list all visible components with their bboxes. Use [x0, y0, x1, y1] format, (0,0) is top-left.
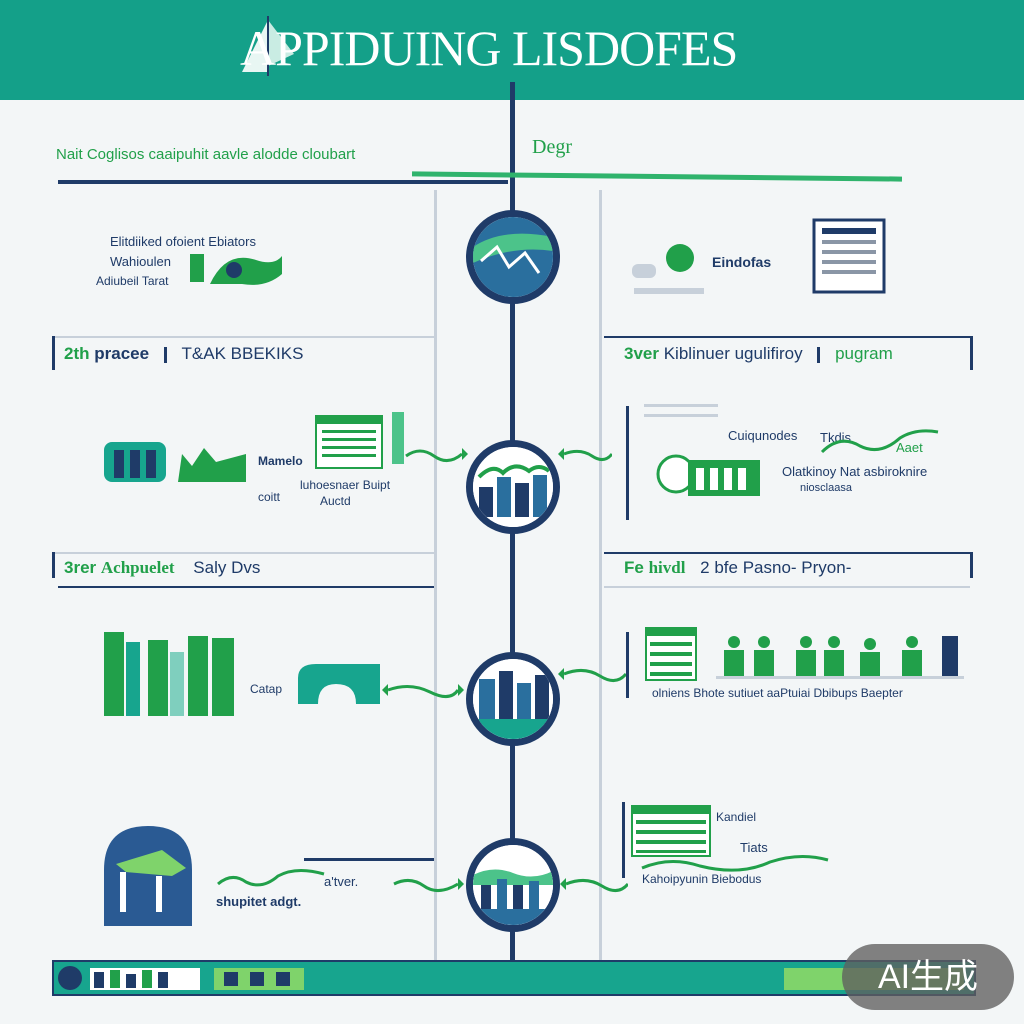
section1-right-title: Kiblinuer ugulifiroy — [663, 344, 803, 363]
step2-right-text-block-2 — [644, 414, 718, 417]
step4-wave-icon — [217, 869, 325, 887]
section2-left-number: 3rer — [64, 558, 97, 577]
connector-arrow-left-icon-2 — [558, 668, 626, 682]
sail-logo-icon — [242, 16, 294, 76]
section2-left-rule — [52, 552, 436, 554]
step2-right-bracket — [626, 406, 629, 520]
footer-strip — [52, 960, 976, 996]
step3-spreadsheet-icon — [645, 627, 697, 681]
tall-bar-icon — [392, 412, 404, 464]
timeline-node-2 — [466, 440, 560, 534]
section1-right-rule — [604, 336, 970, 338]
step4-left-caption: shupitet adgt. — [216, 894, 302, 909]
building-illustration-icon — [656, 454, 760, 496]
connector-arrow-right-icon-3 — [393, 878, 464, 892]
page-title: APPIDUING LISDOFES — [240, 20, 738, 76]
step1-line-3: Adiubeil Tarat — [96, 274, 169, 288]
section2-left-title: Achpuelet — [100, 558, 175, 577]
step2-right-c: Aaet — [896, 440, 923, 455]
step1-person-illustration-icon — [632, 244, 704, 294]
step2-left-label-a: Mamelo — [258, 454, 303, 468]
step3-right-bracket — [626, 632, 629, 698]
step4-left-caption-b: a'tver. — [324, 874, 359, 889]
section2-left-sub: Saly Dvs — [193, 558, 261, 577]
intro-rule-navy — [58, 180, 508, 184]
step2-wave-icon — [820, 429, 939, 454]
timeline-node-1 — [466, 210, 560, 304]
section1-left-separator — [163, 346, 167, 363]
section1-right-sub: pugram — [835, 344, 893, 363]
section2-left-heading: 3rer Achpuelet Saly Dvs — [64, 558, 434, 582]
section2-right-rule — [604, 552, 970, 554]
spreadsheet-icon — [315, 415, 383, 469]
section2-left-underline — [58, 586, 434, 588]
connector-arrow-left-icon-3 — [560, 878, 628, 892]
section1-right-number: 3ver — [624, 344, 659, 363]
step4-left-rule — [304, 858, 434, 861]
section1-left-title: pracee — [94, 344, 150, 363]
section2-right-heading: Fe hivdl 2 bfe Pasno- Pryon- — [624, 558, 968, 582]
section2-right-sub: 2 bfe Pasno- Pryon- — [700, 558, 852, 577]
people-group-illustration-icon — [716, 636, 964, 679]
arch-window-illustration-icon — [104, 826, 192, 926]
section2-left-bracket — [52, 552, 55, 578]
step2-left-label-b: coitt — [258, 490, 281, 504]
step1-line-2: Wahioulen — [110, 254, 171, 269]
step1-line-1: Elitdiiked ofoient Ebiators — [110, 234, 256, 249]
footer-icon-row-icon — [58, 966, 964, 990]
riverside-city-illustration-icon — [473, 845, 553, 925]
step4-right-bracket — [622, 802, 625, 878]
section1-left-rule — [52, 336, 436, 338]
section1-left-number: 2th — [64, 344, 90, 363]
step2-left-caption-b: Auctd — [320, 494, 351, 508]
section1-left-bracket — [52, 336, 55, 370]
step4-right-c: Kahoipyunin Biebodus — [642, 872, 762, 886]
left-column-divider — [434, 190, 437, 960]
connector-arrow-right-icon — [405, 448, 468, 462]
step2-right-text-block — [644, 404, 718, 407]
section1-left-sub: T&AK BBEKIKS — [181, 344, 304, 363]
timeline-node-3 — [466, 652, 560, 746]
section2-right-bracket — [970, 552, 973, 578]
skyline-illustration-icon — [473, 659, 553, 739]
section1-right-separator — [817, 346, 821, 363]
step2-right-d: Olatkinoy Nat asbiroknire — [782, 464, 928, 479]
map-illustration-icon — [473, 217, 553, 297]
step2-right-e: niosclaasa — [800, 482, 852, 494]
ai-generated-badge: AI生成 — [842, 944, 1014, 1010]
step3-right-caption: olniens Bhote sutiuet aaPtuiai Dbibups B… — [652, 686, 903, 700]
right-column-divider — [599, 190, 602, 960]
connector-arrow-right-icon-2 — [382, 684, 464, 698]
step4-right-a: Kandiel — [716, 810, 757, 824]
section2-right-number: Fe — [624, 558, 644, 577]
step1-hands-illustration-icon — [190, 254, 282, 285]
section1-right-heading: 3ver Kiblinuer ugulifiroy pugram — [624, 344, 968, 368]
section1-right-bracket — [970, 336, 973, 370]
intro-text: Nait Coglisos caaipuhit aavle alodde clo… — [56, 146, 356, 163]
timeline-node-4 — [466, 838, 560, 932]
section1-left-heading: 2th pracee T&AK BBEKIKS — [64, 344, 434, 368]
step4-right-b: Tiats — [740, 840, 768, 855]
step1-right-label: Eindofas — [712, 254, 772, 270]
step2-right-a: Cuiqunodes — [728, 428, 798, 443]
bar-columns-illustration-icon — [104, 632, 234, 716]
document-icon — [812, 218, 886, 294]
factory-illustration-icon — [104, 442, 246, 482]
intro-side-label: Degr — [532, 136, 572, 158]
step2-left-caption: luhoesnaer Buipt — [300, 478, 391, 492]
section2-right-title: hivdl — [648, 558, 686, 577]
city-illustration-icon — [473, 447, 553, 527]
section2-right-underline — [604, 586, 970, 588]
step4-spreadsheet-icon — [631, 805, 711, 857]
step3-left-label: Catap — [250, 682, 283, 696]
connector-arrow-left-icon — [558, 448, 612, 461]
bridge-illustration-icon — [298, 664, 380, 704]
step4-right-wave-icon — [641, 855, 829, 872]
